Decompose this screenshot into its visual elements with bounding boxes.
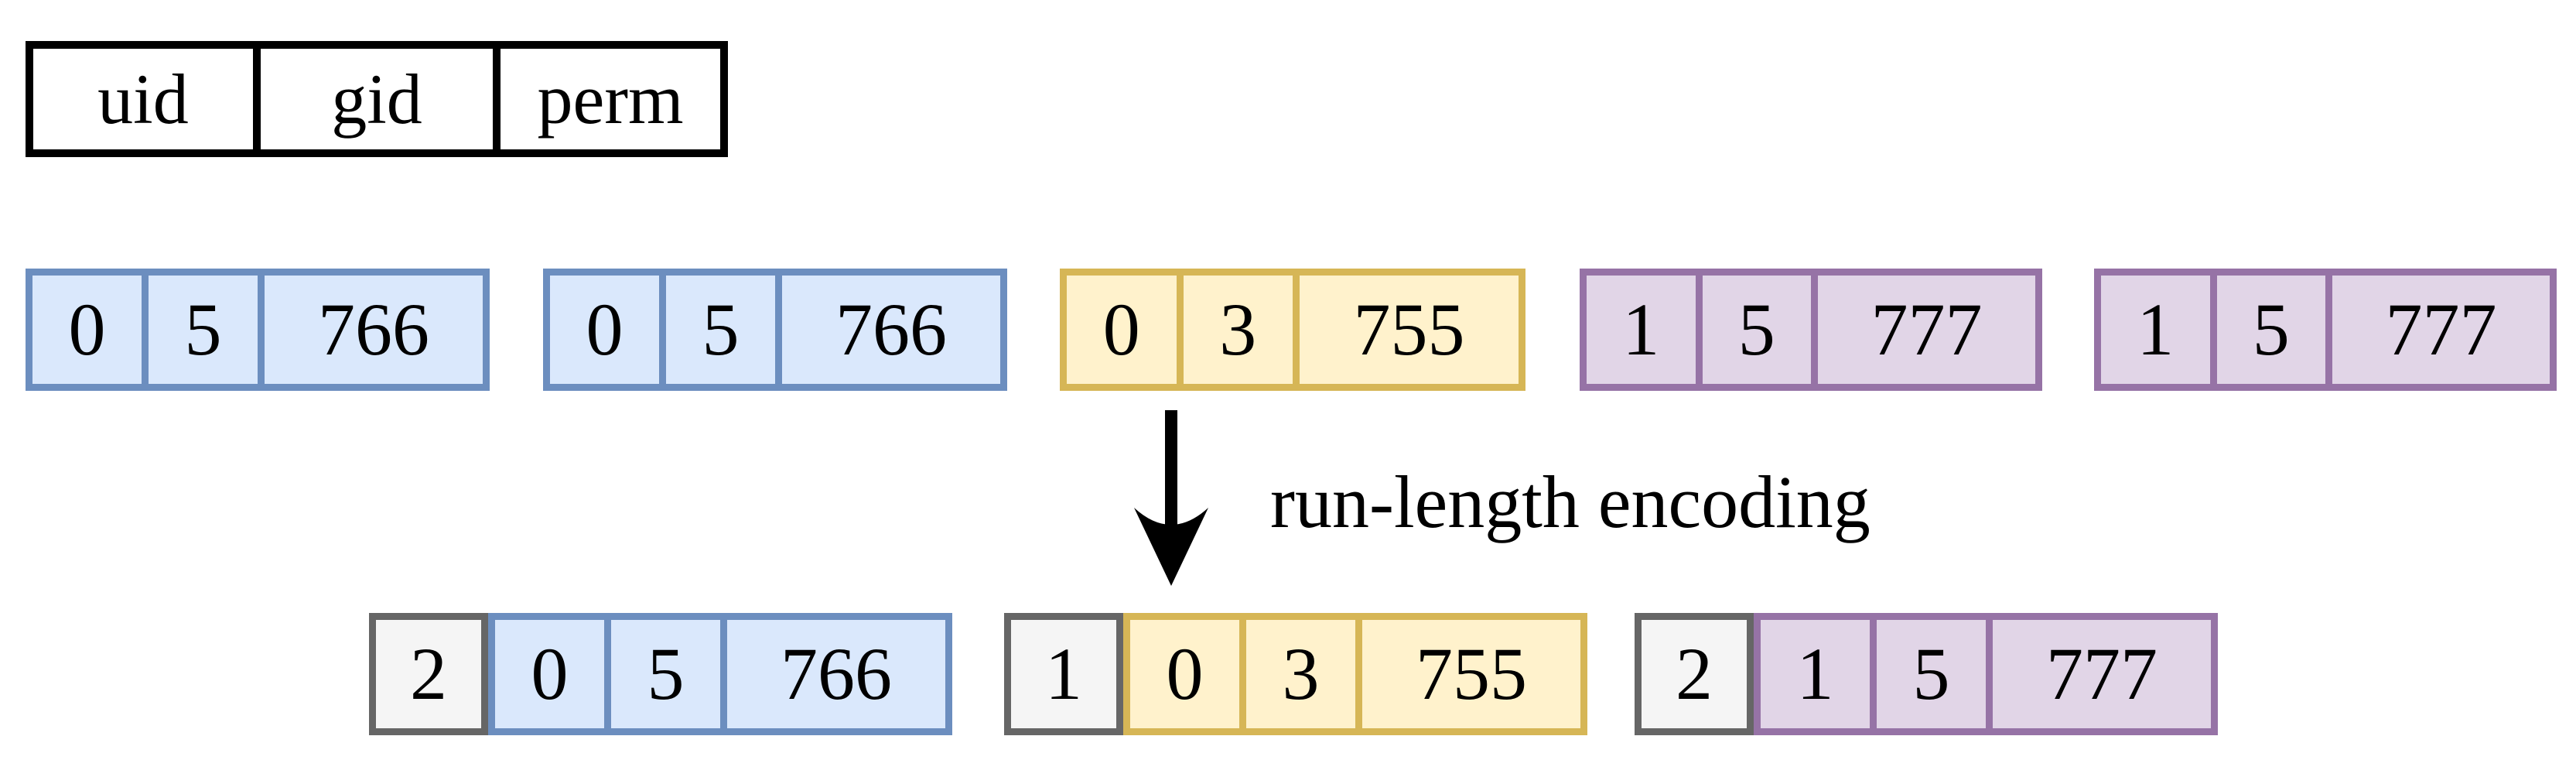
encoded-record-3: 2 1 5 777: [1635, 613, 2218, 735]
record-cell-uid: 0: [1067, 276, 1177, 384]
record-cell-perm: 777: [1993, 620, 2211, 728]
record-box-5: 1 5 777: [2094, 269, 2557, 391]
rle-arrow-label: run-length encoding: [1270, 460, 1871, 543]
legend-record: uid gid perm: [26, 41, 728, 157]
record-cell-gid: 3: [1183, 276, 1293, 384]
record-cell-uid: 0: [550, 276, 659, 384]
record-box-1: 0 5 766: [26, 269, 490, 391]
record-cell-gid: 5: [149, 276, 258, 384]
run-count-cell: 2: [369, 613, 488, 735]
record-cell-gid: 5: [1702, 276, 1811, 384]
record-cell-uid: 0: [1130, 620, 1239, 728]
legend-cell-uid: uid: [33, 49, 253, 149]
record-cell-gid: 5: [2216, 276, 2325, 384]
record-box-4: 1 5 777: [1580, 269, 2042, 391]
record-box-2: 0 5 766: [543, 269, 1007, 391]
record-cell-uid: 1: [1587, 276, 1696, 384]
record-cell-gid: 5: [666, 276, 775, 384]
record-cell-perm: 777: [2332, 276, 2550, 384]
encoded-record-body: 1 5 777: [1754, 613, 2218, 735]
record-cell-uid: 0: [32, 276, 142, 384]
encoded-record-2: 1 0 3 755: [1004, 613, 1587, 735]
record-cell-perm: 777: [1818, 276, 2035, 384]
record-cell-perm: 766: [727, 620, 945, 728]
record-cell-perm: 755: [1300, 276, 1519, 384]
record-cell-perm: 766: [782, 276, 1000, 384]
record-cell-uid: 0: [495, 620, 604, 728]
record-cell-perm: 755: [1362, 620, 1580, 728]
record-cell-gid: 5: [611, 620, 720, 728]
run-count-cell: 1: [1004, 613, 1123, 735]
legend-cell-gid: gid: [260, 49, 494, 149]
run-count-cell: 2: [1635, 613, 1754, 735]
down-arrow-icon: [1134, 410, 1208, 586]
encoded-record-1: 2 0 5 766: [369, 613, 952, 735]
record-cell-gid: 5: [1877, 620, 1986, 728]
record-box-3: 0 3 755: [1060, 269, 1525, 391]
encoded-record-body: 0 5 766: [488, 613, 952, 735]
record-cell-uid: 1: [1761, 620, 1870, 728]
encoded-record-body: 0 3 755: [1123, 613, 1587, 735]
record-cell-uid: 1: [2101, 276, 2210, 384]
record-cell-perm: 766: [265, 276, 483, 384]
record-cell-gid: 3: [1246, 620, 1355, 728]
legend-cell-perm: perm: [501, 49, 721, 149]
